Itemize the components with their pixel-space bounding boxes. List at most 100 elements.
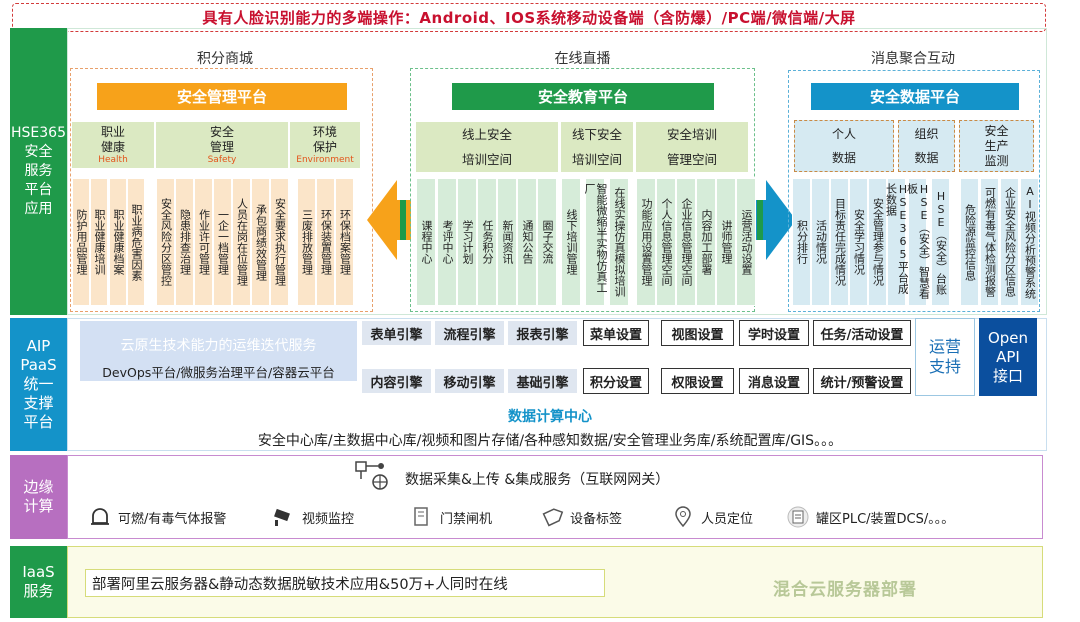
edge-item: 门禁闸机 xyxy=(410,505,492,529)
location-pin-icon xyxy=(675,506,691,528)
data-module[interactable]: 企业安全风险分区信息 xyxy=(1000,178,1019,306)
data-block xyxy=(788,70,1040,312)
edu-module[interactable]: 智能微缩半实物仿真工厂 xyxy=(583,178,608,306)
data-category: 安全 生产 监测 xyxy=(959,120,1034,172)
mgmt-module[interactable]: 隐患排查治理 xyxy=(175,178,194,306)
category-label: 环境 保护 xyxy=(312,124,337,154)
engine-item[interactable]: 基础引擎 xyxy=(507,368,578,394)
setting-button[interactable]: 任务/活动设置 xyxy=(813,320,911,346)
edu-module[interactable]: 新闻资讯 xyxy=(497,178,517,306)
iaas-deploy-box: 部署阿里云服务器&静动态数据脱敏技术应用&50万+人同时在线 xyxy=(85,569,605,597)
edu-category: 线上安全 培训空间 xyxy=(416,122,558,172)
edu-platform-title: 安全教育平台 xyxy=(452,83,714,110)
data-module[interactable]: AI视频分析预警系统 xyxy=(1020,178,1039,306)
edu-module[interactable]: 功能应用设置管理 xyxy=(636,178,656,306)
engine-item[interactable]: 内容引擎 xyxy=(361,368,432,394)
setting-button[interactable]: 权限设置 xyxy=(661,368,734,394)
edu-module[interactable]: 圈子交流 xyxy=(537,178,557,306)
edge-item: 视频监控 xyxy=(272,505,354,529)
mgmt-module[interactable]: 环保档案管理 xyxy=(335,178,354,306)
compute-center-title: 数据计算中心 xyxy=(508,409,592,425)
data-module[interactable]: 可燃有毒气体检测报警 xyxy=(980,178,999,306)
mgmt-module[interactable]: 职业健康档案 xyxy=(109,178,127,306)
edu-module[interactable]: 线下培训管理 xyxy=(561,178,581,306)
cloud-native-box xyxy=(80,321,357,381)
edge-item-label: 设备标签 xyxy=(570,511,623,527)
mgmt-module[interactable]: 安全要求执行管理 xyxy=(270,178,289,306)
edge-item-label: 人员定位 xyxy=(701,511,754,527)
setting-button[interactable]: 统计/预警设置 xyxy=(813,368,911,394)
edge-title: 数据采集&上传 &集成服务（互联网网关） xyxy=(405,472,670,488)
setting-button[interactable]: 消息设置 xyxy=(739,368,809,394)
edge-area xyxy=(67,455,1043,539)
edu-module[interactable]: 讲师管理 xyxy=(716,178,736,306)
edge-item: 设备标签 xyxy=(540,505,622,529)
edge-item-label: 门禁闸机 xyxy=(440,511,493,527)
data-module[interactable]: 危险源监控信息 xyxy=(960,178,979,306)
aip-area xyxy=(67,318,1047,451)
data-module[interactable]: 安全管理参与情况 xyxy=(868,178,887,306)
setting-button[interactable]: 积分设置 xyxy=(583,368,649,394)
data-module[interactable]: 积分排行 xyxy=(792,178,811,306)
mgmt-module[interactable]: 职业健康培训 xyxy=(90,178,108,306)
data-module[interactable]: 目标责任完成情况 xyxy=(830,178,849,306)
category-label: 安全 管理 xyxy=(209,124,234,154)
engine-item[interactable]: 表单引擎 xyxy=(361,320,432,346)
engine-item[interactable]: 流程引擎 xyxy=(434,320,505,346)
mgmt-module[interactable]: 承包商绩效管理 xyxy=(251,178,270,306)
mgmt-platform-title: 安全管理平台 xyxy=(97,83,347,110)
hybrid-cloud-label: 混合云服务器部署 xyxy=(773,580,917,600)
section-title-msg: 消息聚合互动 xyxy=(871,51,955,67)
edu-module[interactable]: 任务积分 xyxy=(477,178,497,306)
edu-module[interactable]: 考评中心 xyxy=(437,178,457,306)
section-title-mall: 积分商城 xyxy=(197,51,253,67)
setting-button[interactable]: 视图设置 xyxy=(661,320,734,346)
mgmt-module[interactable]: 环保装置管理 xyxy=(316,178,335,306)
edu-module[interactable]: 学习计划 xyxy=(457,178,477,306)
mgmt-module[interactable]: 作业许可管理 xyxy=(194,178,213,306)
edu-module[interactable]: 运营活动设置 xyxy=(736,178,756,306)
mgmt-module[interactable]: 防护用品管理 xyxy=(72,178,90,306)
tag-icon xyxy=(542,508,564,527)
data-category: 组织 数据 xyxy=(898,120,955,172)
edu-module[interactable]: 在线实操仿真模拟培训 xyxy=(609,178,629,306)
mgmt-module[interactable]: 三废排放管理 xyxy=(297,178,316,306)
alarm-bell-icon xyxy=(91,508,109,525)
setting-button[interactable]: 学时设置 xyxy=(739,320,809,346)
plc-icon xyxy=(787,506,809,528)
edge-item: 人员定位 xyxy=(671,505,753,529)
edu-module[interactable]: 课程中心 xyxy=(416,178,436,306)
ops-support: 运营 支持 xyxy=(915,318,975,396)
edge-item: 罐区PLC/装置DCS/。。。 xyxy=(786,505,954,529)
edu-module[interactable]: 企业信息管理空间 xyxy=(676,178,696,306)
edge-item: 可燃/有毒气体报警 xyxy=(88,505,226,529)
edge-item-label: 视频监控 xyxy=(302,511,355,527)
edu-module[interactable]: 通知公告 xyxy=(517,178,537,306)
edu-module[interactable]: 内容加工部署 xyxy=(696,178,716,306)
data-module[interactable]: 活动情况 xyxy=(811,178,830,306)
category-en-label: Health xyxy=(98,154,128,165)
category-en-label: Safety xyxy=(207,154,237,165)
mgmt-module[interactable]: 安全风险分区管控 xyxy=(156,178,175,306)
database-line: 安全中心库/主数据中心库/视频和图片存储/各种感知数据/安全管理业务库/系统配置… xyxy=(257,433,843,449)
edu-category: 线下安全 培训空间 xyxy=(561,122,633,172)
engine-item[interactable]: 移动引擎 xyxy=(434,368,505,394)
mgmt-module[interactable]: 一企一档管理 xyxy=(213,178,232,306)
setting-button[interactable]: 菜单设置 xyxy=(583,320,649,346)
category-label: 职业 健康 xyxy=(100,124,125,154)
section-title-live: 在线直播 xyxy=(554,51,611,67)
edu-module[interactable]: 个人信息管理空间 xyxy=(656,178,676,306)
edge-item-label: 可燃/有毒气体报警 xyxy=(118,511,227,527)
engine-item[interactable]: 报表引擎 xyxy=(507,320,578,346)
data-module[interactable]: HSE（安全）智慧看板 xyxy=(906,178,931,306)
open-api-box[interactable]: Open API 接口 xyxy=(979,318,1037,396)
data-module[interactable]: HSE365平台成长数据 xyxy=(885,178,910,306)
arrow-right-icon xyxy=(752,180,796,260)
mgmt-module[interactable]: 职业病危害因素 xyxy=(127,178,145,306)
edu-category: 安全培训 管理空间 xyxy=(636,122,748,172)
data-module[interactable]: 安全学习情况 xyxy=(849,178,868,306)
mgmt-module[interactable]: 人员在岗在位管理 xyxy=(232,178,251,306)
label-aip-paas: AIP PaaS 统一 支撑 平台 xyxy=(10,318,67,451)
data-module[interactable]: HSE（安全）台账 xyxy=(931,178,950,306)
